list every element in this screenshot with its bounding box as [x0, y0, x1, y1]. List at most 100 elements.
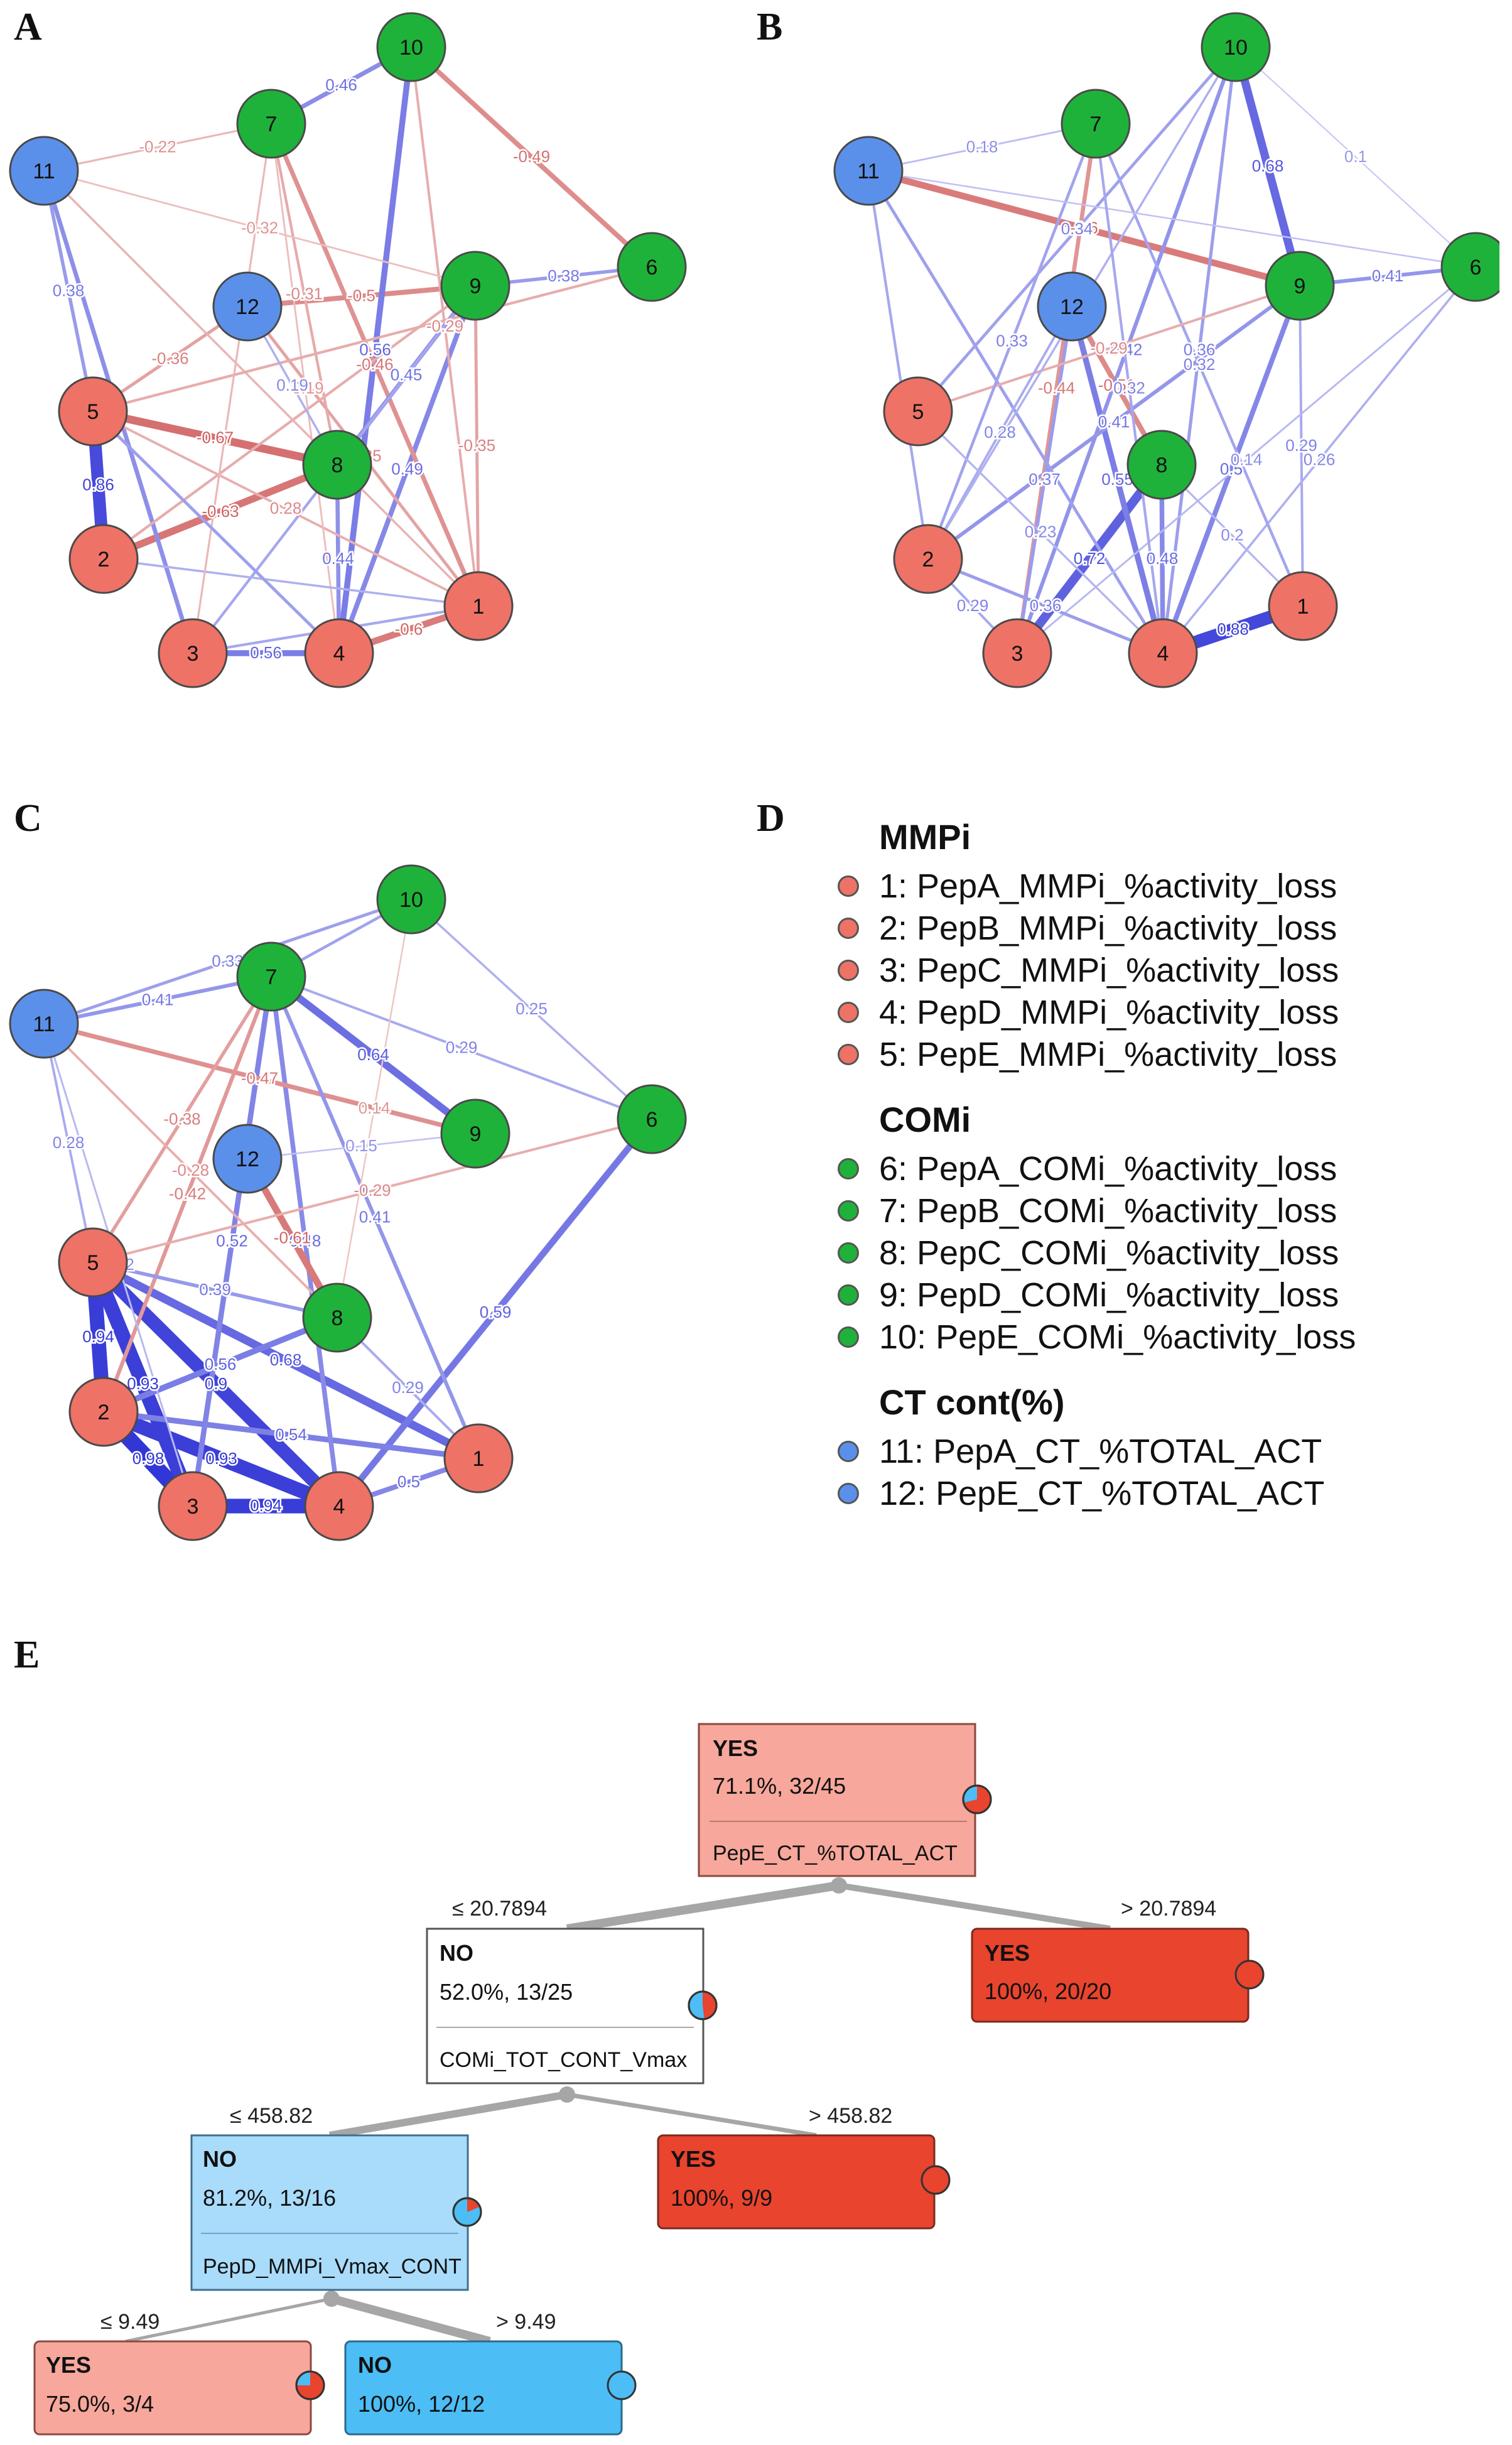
node-id-label: 6 [646, 1108, 658, 1132]
mmpi-dot-icon [838, 959, 859, 981]
node-circle [982, 618, 1052, 688]
edge-weight-label: 0.18 [966, 138, 998, 156]
network-edge [85, 1255, 200, 1514]
node-circle [617, 232, 687, 302]
branch-label: > 458.82 [809, 2104, 892, 2128]
node-id-label: 11 [33, 160, 55, 183]
tree-node-right: YES 100%, 20/20 [971, 1927, 1265, 2023]
legend-item-label: 6: PepA_COMi_%activity_loss [879, 1149, 1337, 1188]
edge-weight-label: 0.36 [1184, 340, 1216, 359]
node-class: YES [46, 2352, 91, 2378]
network-edge [269, 975, 480, 1460]
network-node-12: 12 [212, 271, 283, 342]
node-id-label: 2 [98, 548, 110, 572]
node-id-label: 1 [473, 595, 485, 619]
node-circle [443, 1423, 514, 1494]
legend-item: 11: PepA_CT_%TOTAL_ACT [829, 1430, 1494, 1472]
comi-dot-icon [838, 1200, 859, 1222]
node-circle [302, 1282, 372, 1353]
legend-item: 7: PepB_COMi_%activity_loss [829, 1190, 1494, 1232]
node-circle [9, 136, 79, 206]
edge-weight-label: 0.38 [53, 281, 85, 300]
network-edge [102, 284, 477, 561]
node-id-label: 9 [470, 1122, 482, 1146]
node-id-label: 8 [1156, 453, 1168, 477]
edge-weight-label: 0.68 [270, 1350, 302, 1369]
network-node-2: 2 [68, 524, 139, 594]
network-node-3: 3 [158, 1471, 228, 1541]
edge-weight-label: 0.55 [1101, 470, 1133, 489]
node-circle [833, 136, 904, 206]
network-edge [927, 305, 1073, 560]
network-edge [1160, 283, 1302, 656]
class-pie-icon [921, 2165, 951, 2195]
network-edge [916, 45, 1238, 413]
node-circle [304, 618, 374, 688]
network-edge [91, 409, 341, 655]
pie-slice [703, 1992, 717, 2019]
node-id-label: 3 [187, 642, 199, 666]
network-node-3: 3 [982, 618, 1052, 688]
node-id-label: 7 [266, 112, 278, 136]
edge-weight-label: 0.38 [548, 266, 580, 285]
edge-weight-label: 0.33 [996, 332, 1028, 350]
edge-weight-label: 0.49 [391, 460, 423, 479]
edge-weight-label: -0.38 [163, 1110, 200, 1129]
node-class: NO [203, 2146, 237, 2172]
edge-weight-label: -0.22 [139, 138, 176, 156]
edge-weight-label: 0.59 [480, 1303, 512, 1321]
tree-edge [330, 2294, 491, 2346]
legend-item: 2: PepB_MMPi_%activity_loss [829, 907, 1494, 949]
edge-weight-label: 0.54 [275, 1425, 307, 1444]
pie-slice [296, 2372, 324, 2399]
tree-node-left: NO 52.0%, 13/25 COMi_TOT_CONT_Vmax [426, 1927, 718, 2084]
node-id-label: 1 [473, 1447, 485, 1471]
network-panel-b: 0.680.880.72-0.6-0.510.410.550.420.50.48… [833, 12, 1499, 688]
network-node-12: 12 [1037, 271, 1107, 342]
node-class: YES [671, 2146, 716, 2172]
mmpi-dot-icon [838, 875, 859, 897]
network-edge [1012, 460, 1167, 658]
network-edge [270, 975, 653, 1120]
network-node-9: 9 [440, 1098, 510, 1169]
edge-weight-label: 0.45 [391, 366, 423, 384]
node-circle [376, 12, 446, 82]
network-node-11: 11 [833, 136, 904, 206]
tree-junction [559, 2086, 575, 2103]
legend-group-title: MMPi [879, 817, 971, 857]
legend-item: 4: PepD_MMPi_%activity_loss [829, 991, 1494, 1033]
node-circle [68, 524, 139, 594]
edge-weight-label: -0.28 [172, 1161, 209, 1179]
pie-slice [963, 1786, 991, 1813]
network-edge [91, 975, 273, 1264]
edge-weight-label: 0.42 [1111, 340, 1143, 359]
edge-weight-label: -0.19 [286, 379, 323, 398]
network-edge [1016, 266, 1477, 654]
panel-letter-e: E [14, 1634, 40, 1676]
branch-label: ≤ 9.49 [100, 2310, 159, 2334]
network-edge [192, 122, 273, 654]
edge-labels: 0.86-0.67-0.630.56-0.6-0.5-0.490.560.460… [51, 74, 581, 664]
tree-node-root: YES 71.1%, 32/45 PepE_CT_%TOTAL_ACT [698, 1723, 992, 1877]
node-split: PepE_CT_%TOTAL_ACT [713, 1841, 958, 1865]
branch-label: > 9.49 [496, 2310, 556, 2334]
network-edge [43, 1022, 94, 1264]
edge-weight-label: -0.6 [1070, 219, 1098, 237]
class-pie-icon [1234, 1960, 1265, 1990]
legend-item-label: 5: PepE_MMPi_%activity_loss [879, 1035, 1337, 1073]
node-circle [236, 89, 306, 159]
edge-weight-label: 0.56 [205, 1355, 237, 1374]
network-edge [1015, 45, 1238, 656]
tree-node-left-left: NO 81.2%, 13/16 PepD_MMPi_Vmax_CONT [190, 2134, 482, 2291]
network-node-6: 6 [617, 232, 687, 302]
node-circle [58, 376, 128, 447]
network-edge [89, 407, 342, 469]
tree-edge [328, 2091, 568, 2139]
node-class: NO [358, 2352, 392, 2378]
node-stats: 71.1%, 32/45 [713, 1773, 846, 1799]
network-edge [42, 169, 95, 413]
network-node-7: 7 [1061, 89, 1131, 159]
edge-weight-label: 0.48 [1147, 549, 1179, 568]
legend-group-title: CT cont(%) [879, 1382, 1065, 1422]
